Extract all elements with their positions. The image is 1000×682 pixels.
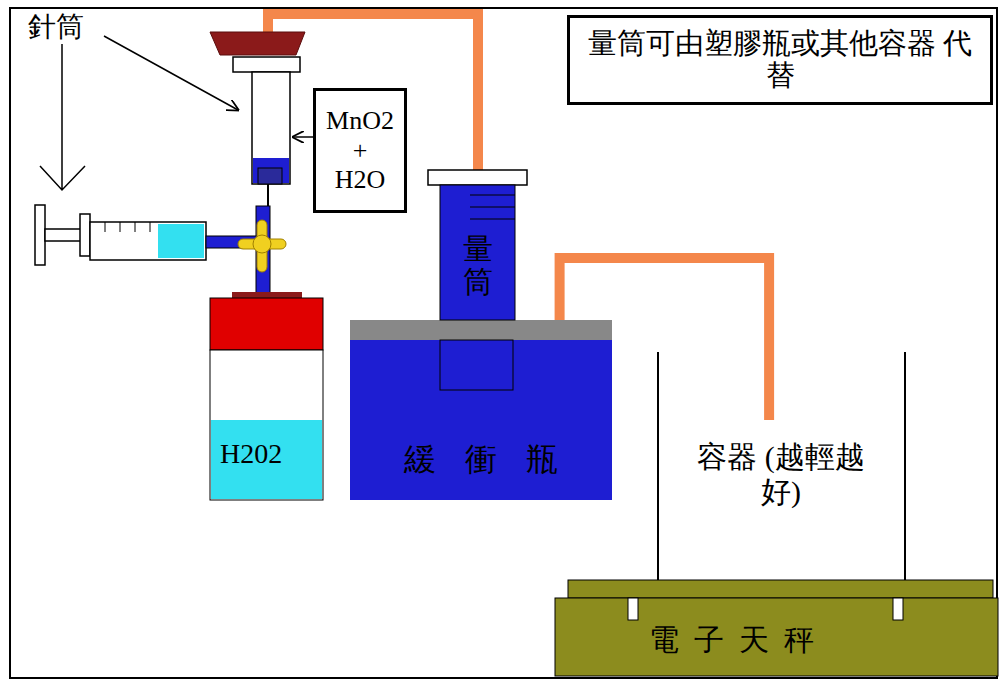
needle (267, 184, 269, 208)
electronic-balance: 電子天秤 (555, 598, 998, 676)
reagent-box: MnO2 + H2O (313, 88, 407, 213)
measuring-cylinder: 量筒 (440, 185, 515, 320)
balance-pan (568, 580, 993, 598)
leader-arrow (104, 36, 238, 110)
bottle-cap (210, 298, 323, 350)
syringe-flange (80, 214, 90, 256)
note-box: 量筒可由塑膠瓶或其他容器 代替 (567, 15, 993, 105)
rubber-stopper (210, 32, 305, 55)
syringe-flange (233, 57, 300, 72)
node-label: 容器 (越輕越好) (696, 440, 866, 509)
cylinder-mouth (440, 340, 513, 390)
node-label: 量筒 (463, 232, 493, 298)
buffer-bottle: 緩衝瓶 (350, 340, 612, 500)
node-label: H202 (220, 438, 282, 470)
outer-frame (10, 8, 997, 678)
balance-body (555, 598, 998, 676)
plunger-thumb (35, 205, 45, 265)
container-walls (658, 352, 905, 580)
rubber-tube (560, 258, 770, 420)
leader-arrow (293, 136, 313, 138)
part-label: 針筒 (28, 8, 84, 46)
container: 容器 (越輕越好) (662, 420, 900, 578)
balance-slot (893, 598, 903, 620)
syringe-liquid (158, 224, 204, 258)
buffer-bottle-lid (350, 320, 612, 340)
cylinder-base (428, 170, 527, 185)
syringe-barrel (90, 222, 206, 260)
h2o2-bottle: H202 (210, 420, 323, 500)
node-label: 緩衝瓶 (404, 438, 586, 482)
syringe-tip (258, 168, 282, 184)
cylinder-scale (470, 195, 515, 219)
buffer-bottle-body (350, 320, 612, 500)
syringe-scale (105, 222, 150, 232)
balance-slot (628, 598, 638, 620)
bottle-body (210, 350, 323, 500)
node-label: 電子天秤 (649, 620, 829, 661)
catalyst-liquid (253, 158, 289, 183)
measuring-cylinder (440, 185, 515, 320)
node-label: 量筒可由塑膠瓶或其他容器 代替 (576, 28, 984, 92)
h2o2-liquid (211, 420, 322, 499)
node-label: MnO2 + H2O (320, 106, 400, 196)
stopcock (238, 220, 286, 272)
syringe-barrel (252, 72, 290, 184)
leader-arrow (40, 44, 85, 190)
